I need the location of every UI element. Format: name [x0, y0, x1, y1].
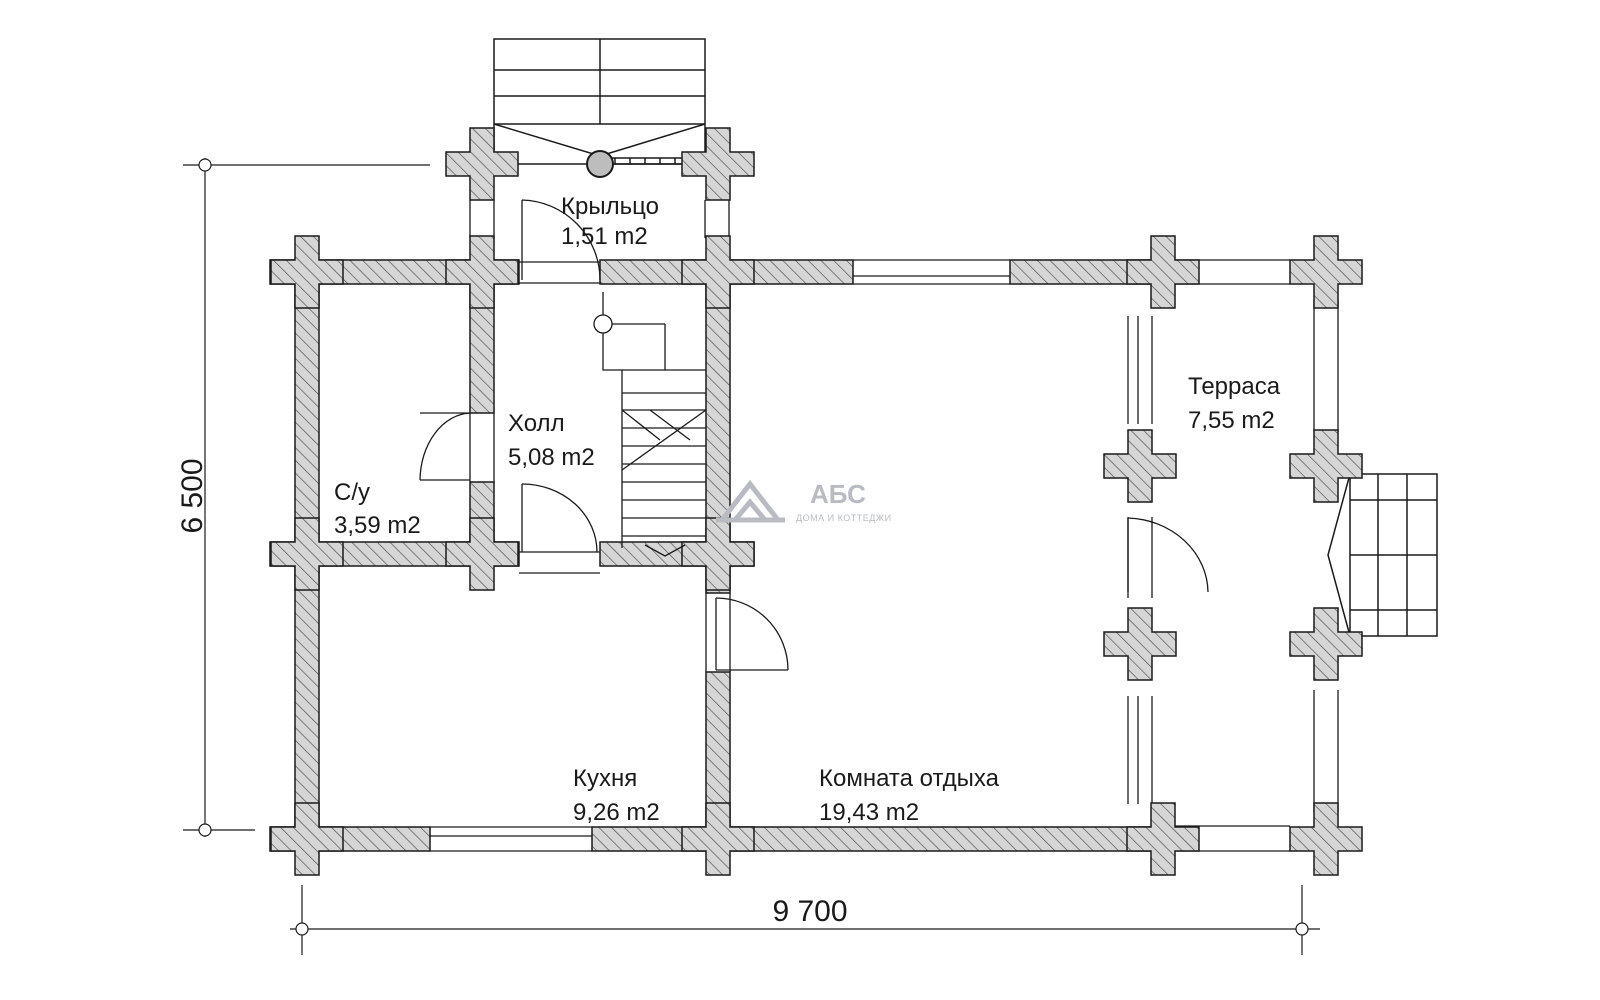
log-junction	[1289, 607, 1363, 681]
room-kitchen-area: 9,26 m2	[573, 799, 660, 826]
wall-corners	[270, 127, 1363, 876]
room-living-area: 19,43 m2	[819, 799, 919, 826]
log-junction	[270, 235, 344, 309]
room-living-name: Комната отдыха	[819, 765, 1000, 792]
dimension-width-label: 9 700	[772, 895, 847, 928]
log-junction	[445, 235, 519, 309]
porch-post	[586, 150, 614, 178]
log-junction	[681, 235, 755, 309]
room-porch-name: Крыльцо	[561, 193, 659, 220]
openings	[430, 200, 1339, 852]
log-junction	[1103, 429, 1177, 503]
room-kitchen-name: Кухня	[573, 765, 637, 792]
doors	[419, 199, 1209, 671]
room-porch-area: 1,51 m2	[561, 223, 648, 250]
brand-tagline: ДОМА И КОТТЕДЖИ	[796, 513, 892, 523]
brand-name: АБС	[810, 479, 866, 509]
log-junction	[445, 517, 519, 591]
room-bathroom-area: 3,59 m2	[334, 512, 421, 539]
dimension-width	[290, 885, 1320, 955]
hall-staircase	[602, 292, 707, 557]
log-junction	[270, 517, 344, 591]
brand-watermark: АБС ДОМА И КОТТЕДЖИ	[716, 479, 892, 523]
room-hall-area: 5,08 m2	[508, 444, 595, 471]
dimension-height	[183, 158, 430, 837]
log-junction	[681, 127, 755, 201]
log-junction	[1289, 429, 1363, 503]
porch-steps	[493, 38, 706, 165]
log-junction	[1126, 802, 1200, 876]
brand-house-icon	[716, 479, 785, 523]
log-junction	[681, 517, 755, 591]
log-junction	[270, 802, 344, 876]
log-junction	[1289, 235, 1363, 309]
room-bathroom-name: С/у	[334, 479, 370, 506]
log-junction	[1126, 235, 1200, 309]
room-terrace-area: 7,55 m2	[1188, 407, 1275, 434]
room-terrace-name: Терраса	[1188, 373, 1281, 400]
log-junction	[445, 127, 519, 201]
dimension-height-label: 6 500	[176, 458, 209, 533]
room-hall-name: Холл	[508, 410, 565, 437]
log-junction	[681, 802, 755, 876]
log-junction	[1289, 802, 1363, 876]
porch-railing	[600, 157, 690, 165]
terrace-steps	[1327, 473, 1438, 637]
stair-start-marker	[593, 314, 613, 334]
log-junction	[1103, 607, 1177, 681]
